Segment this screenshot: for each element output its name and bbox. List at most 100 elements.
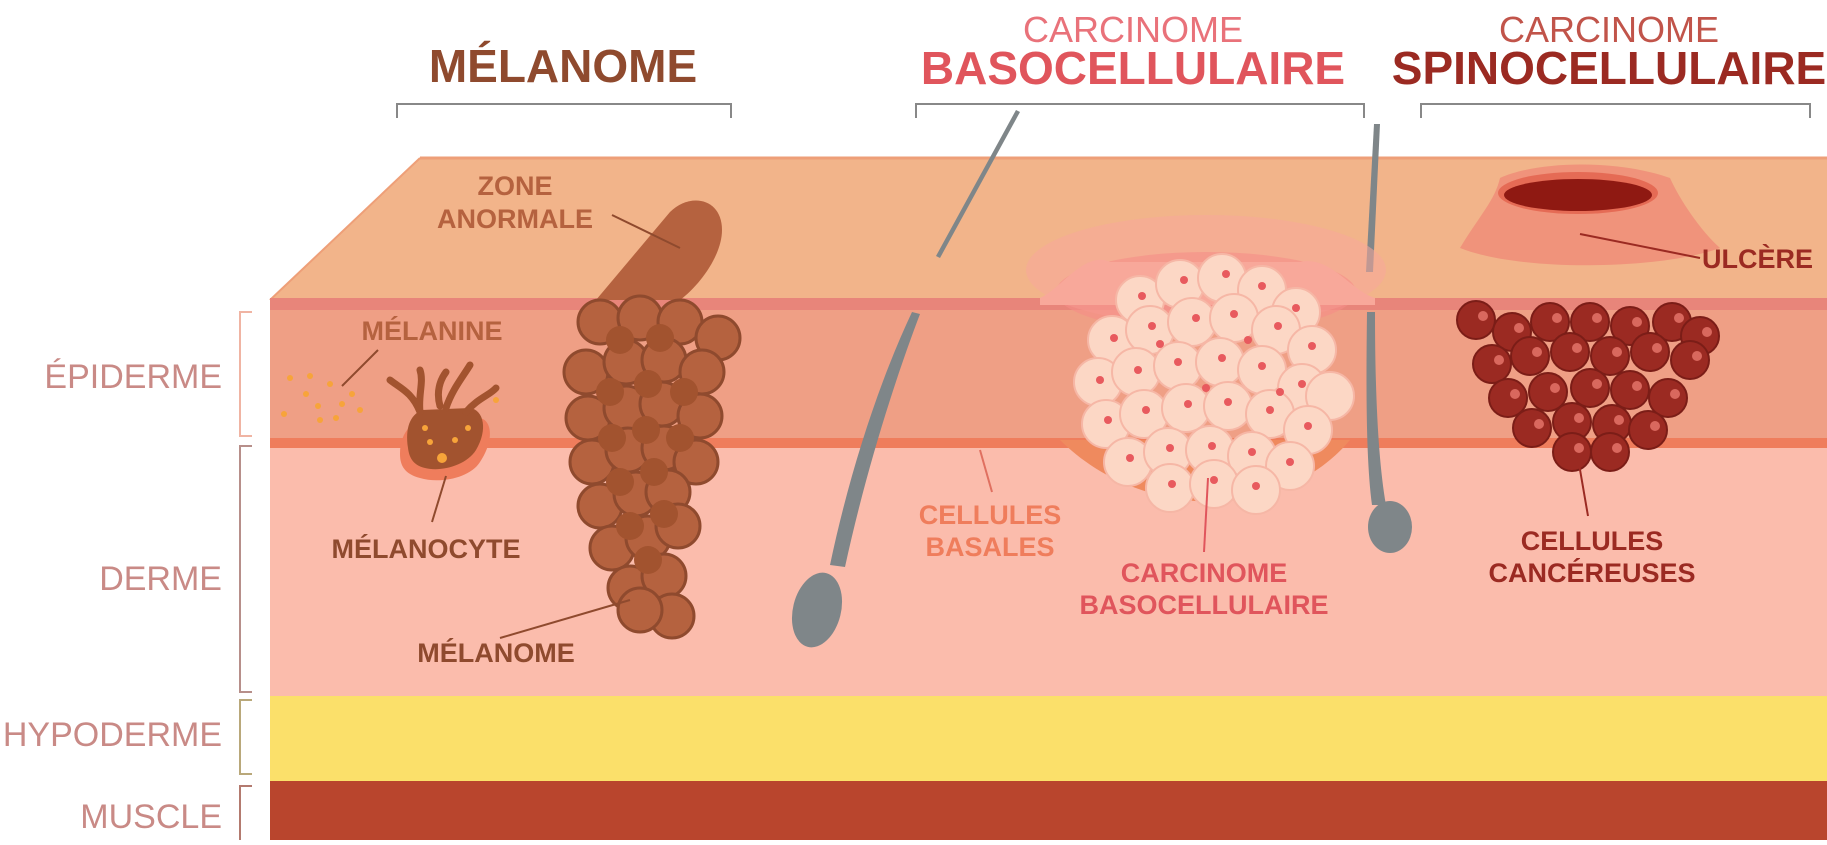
cancer-cell-nucleus (1632, 317, 1642, 327)
cancer-cell-nucleus (1592, 313, 1602, 323)
basal-cell-nucleus (1252, 482, 1260, 490)
basal-cell-nucleus (1138, 292, 1146, 300)
layer-label-hypoderme: HYPODERME (3, 716, 222, 754)
basal-cell-nucleus (1180, 276, 1188, 284)
basal-cell-nucleus (1134, 366, 1142, 374)
basal-cell-nucleus (1148, 322, 1156, 330)
cancer-cell-nucleus (1592, 379, 1602, 389)
cancer-cell-nucleus (1514, 323, 1524, 333)
basal-cell-nucleus (1110, 334, 1118, 342)
basal-cell-nucleus (1156, 340, 1164, 348)
basal-cell-nucleus (1308, 342, 1316, 350)
cancer-cell-nucleus (1612, 347, 1622, 357)
basal-cell-nucleus (1166, 444, 1174, 452)
basal-cell-nucleus (1230, 310, 1238, 318)
cancer-cell-nucleus (1552, 313, 1562, 323)
basal-cell-nucleus (1258, 362, 1266, 370)
basal-cell-nucleus (1224, 398, 1232, 406)
label-carcinome-1: CARCINOME (1121, 558, 1288, 588)
melanoma-cell-core (640, 458, 668, 486)
cancer-cell-nucleus (1614, 415, 1624, 425)
melanoma-cell-core (598, 424, 626, 452)
muscle-layer (270, 781, 1827, 840)
basal-cell-nucleus (1286, 458, 1294, 466)
melanoma-cell-core (666, 424, 694, 452)
header-melanome: MÉLANOME (429, 40, 697, 92)
basal-cell-nucleus (1096, 376, 1104, 384)
basal-cell-nucleus (1258, 282, 1266, 290)
basal-cell-nucleus (1298, 380, 1306, 388)
melanoma-cell-core (646, 324, 674, 352)
cancer-cell (1473, 345, 1511, 383)
cancer-cell (1591, 433, 1629, 471)
layer-label-derme: DERME (99, 560, 222, 598)
cancer-cell-nucleus (1494, 355, 1504, 365)
basal-cell-nucleus (1192, 314, 1200, 322)
header-squamous-main: SPINOCELLULAIRE (1392, 42, 1826, 94)
label-melanine: MÉLANINE (362, 315, 503, 346)
hypodermis-layer (270, 696, 1827, 781)
basal-cell (1162, 384, 1210, 432)
cancer-cell (1513, 409, 1551, 447)
melanoma-cell-core (596, 378, 624, 406)
layer-label-muscle: MUSCLE (80, 798, 222, 836)
cancer-cell-nucleus (1478, 311, 1488, 321)
label-zone-anormale-1: ZONE (477, 171, 552, 201)
cancer-cell-nucleus (1632, 381, 1642, 391)
basal-cell-nucleus (1266, 406, 1274, 414)
cancer-cell-nucleus (1534, 419, 1544, 429)
melanoma-cell-core (616, 512, 644, 540)
cancer-cell (1629, 411, 1667, 449)
cancer-cell-nucleus (1550, 383, 1560, 393)
cancer-cell (1511, 337, 1549, 375)
cancer-cell (1631, 333, 1669, 371)
cancer-cell (1553, 433, 1591, 471)
label-cellules-cancereuses-1: CELLULES (1521, 526, 1664, 556)
cancer-cell (1571, 369, 1609, 407)
label-cellules-basales-2: BASALES (925, 532, 1054, 562)
cancer-cell-nucleus (1574, 443, 1584, 453)
melanoma-cell-core (670, 378, 698, 406)
header-basal-bracket (916, 104, 1364, 118)
cancer-cell-nucleus (1674, 313, 1684, 323)
melanoma-cell-core (634, 370, 662, 398)
cancer-cell (1457, 301, 1495, 339)
basal-cell-nucleus (1276, 388, 1284, 396)
basal-cell-nucleus (1202, 384, 1210, 392)
header-basal-main: BASOCELLULAIRE (921, 42, 1345, 94)
basal-cell (1196, 338, 1244, 386)
header-squamous-bracket (1421, 104, 1810, 118)
basal-cell-nucleus (1248, 448, 1256, 456)
basal-cell-nucleus (1168, 480, 1176, 488)
label-carcinome-2: BASOCELLULAIRE (1080, 590, 1329, 620)
cancer-cell-nucleus (1652, 343, 1662, 353)
basal-cell-nucleus (1184, 400, 1192, 408)
basal-cell-nucleus (1304, 422, 1312, 430)
cancer-cell (1671, 341, 1709, 379)
melanoma-cell-core (606, 326, 634, 354)
basal-cell-nucleus (1104, 416, 1112, 424)
basal-cell-nucleus (1126, 454, 1134, 462)
basal-cell-nucleus (1210, 476, 1218, 484)
melanoma-cell (618, 588, 662, 632)
cancer-cell (1611, 371, 1649, 409)
basal-cell-nucleus (1174, 358, 1182, 366)
cancer-cell-nucleus (1650, 421, 1660, 431)
basal-cell-nucleus (1222, 270, 1230, 278)
cancer-cell-nucleus (1692, 351, 1702, 361)
label-cellules-basales-1: CELLULES (919, 500, 1062, 530)
cancer-cell-nucleus (1612, 443, 1622, 453)
basal-cell-nucleus (1292, 304, 1300, 312)
basal-cell-nucleus (1142, 406, 1150, 414)
cancer-cell (1551, 333, 1589, 371)
melanoma-cell-core (650, 500, 678, 528)
label-cellules-cancereuses-2: CANCÉREUSES (1488, 557, 1695, 588)
basal-cell (1168, 298, 1216, 346)
melanoma-cell-core (606, 468, 634, 496)
basal-cell-nucleus (1208, 442, 1216, 450)
label-melanome: MÉLANOME (417, 637, 575, 668)
cancer-cell-nucleus (1702, 327, 1712, 337)
cancer-cell-nucleus (1574, 413, 1584, 423)
melanoma-cell-core (634, 546, 662, 574)
